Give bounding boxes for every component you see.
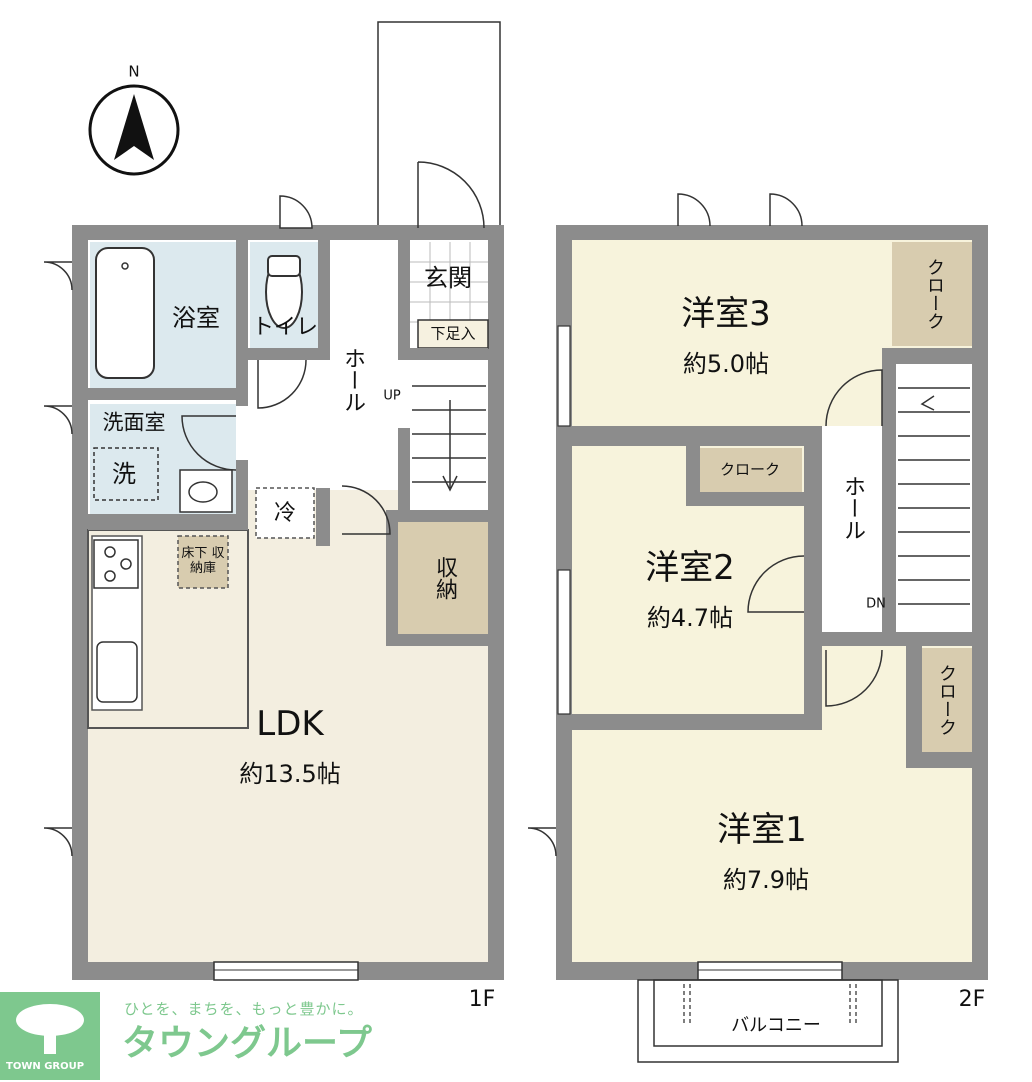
ldk-label: LDK (256, 704, 324, 744)
ldk-size-label: 約13.5帖 (239, 760, 341, 788)
room2-size-label: 約4.7帖 (646, 604, 734, 632)
compass-icon (88, 84, 180, 176)
storage-label: 収納 (432, 556, 457, 600)
logo-caption: TOWN GROUP (6, 1061, 85, 1072)
underfloor-storage-label: 床下 収納庫 (181, 546, 225, 576)
brand-tagline: ひとを、まちを、もっと豊かに。 (124, 1000, 364, 1018)
toilet-label: トイレ (251, 315, 319, 340)
room3-label: 洋室3 (681, 294, 771, 334)
cloak-mid-label: クローク (719, 460, 781, 479)
fridge-label: 冷 (273, 501, 297, 526)
entrance-label: 玄関 (424, 264, 472, 292)
up-label: UP (383, 388, 401, 404)
town-group-logo (0, 992, 100, 1080)
cloak-low-label: クローク (936, 664, 957, 736)
washroom-label: 洗面室 (102, 410, 166, 435)
washer-label: 洗 (112, 460, 136, 488)
floor2-label: 2F (958, 987, 986, 1012)
room1-label: 洋室1 (717, 810, 807, 850)
floor2-plan (527, 193, 988, 1063)
room3-size-label: 約5.0帖 (682, 350, 770, 378)
balcony-label: バルコニー (731, 1015, 821, 1036)
room2-label: 洋室2 (645, 548, 735, 588)
brand-name: タウングループ (122, 1023, 372, 1064)
hall-2f-label: ホール (840, 475, 865, 541)
room1-size-label: 約7.9帖 (722, 866, 810, 894)
shoe-box-label: 下足入 (430, 324, 476, 343)
hall-1f-label: ホール (340, 347, 365, 413)
floor1-plan (43, 21, 504, 981)
dn-label: DN (866, 596, 886, 612)
floor1-label: 1F (468, 987, 496, 1012)
bath-label: 浴室 (172, 304, 220, 332)
cloak-top-label: クローク (924, 258, 945, 330)
compass-north-label: N (128, 62, 140, 81)
